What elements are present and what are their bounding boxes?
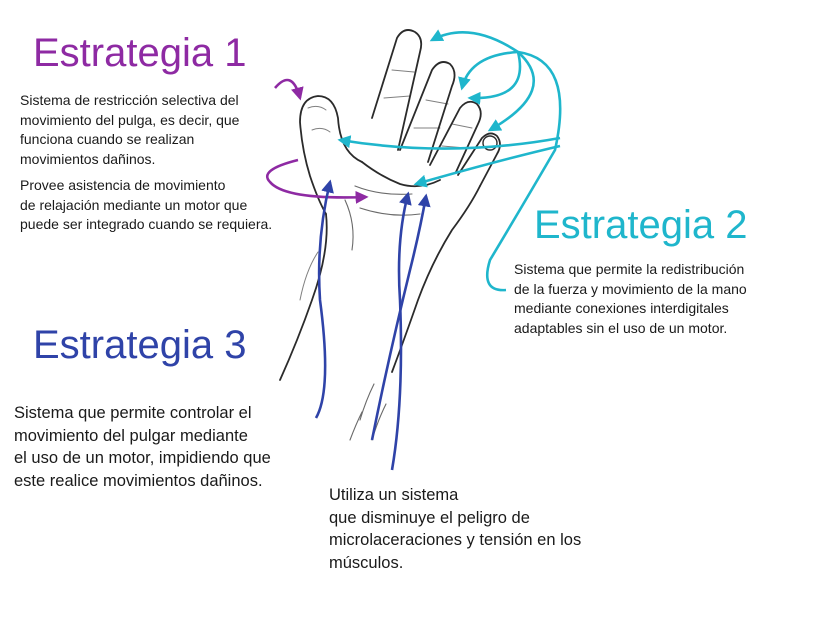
strategy1-arrows bbox=[265, 78, 369, 204]
strategy1-description-assistance: Provee asistencia de movimiento de relaj… bbox=[20, 177, 273, 232]
strategy1-title: Estrategia 1 bbox=[33, 31, 247, 75]
ring-finger bbox=[429, 100, 482, 173]
strategy2-description: Sistema que permite la redistribución de… bbox=[514, 261, 747, 336]
strategy3-arrows bbox=[314, 179, 431, 471]
strategy2-title: Estrategia 2 bbox=[534, 203, 748, 247]
strategy2-arrow-index bbox=[429, 29, 519, 54]
strategy1-arrow-thumb bbox=[274, 78, 304, 101]
strategy2-arrow-thumb bbox=[337, 135, 561, 150]
strategy3-title: Estrategia 3 bbox=[33, 323, 247, 367]
thumb bbox=[299, 95, 363, 215]
strategy3-description-motor: Sistema que permite controlar el movimie… bbox=[14, 404, 271, 490]
middle-finger bbox=[399, 61, 456, 163]
strategy2-arrow-palm bbox=[413, 144, 561, 188]
strategy2-arrow-little bbox=[487, 51, 536, 132]
hand-sketch bbox=[279, 29, 501, 441]
strategy2-arrows bbox=[337, 29, 562, 292]
strategy2-arrow-ring bbox=[467, 51, 522, 105]
palm bbox=[279, 213, 328, 381]
strategy2-connector bbox=[485, 50, 562, 292]
strategy1-description-restriction: Sistema de restricción selectiva del mov… bbox=[20, 92, 240, 167]
strategy3-arrow-thumb bbox=[314, 179, 334, 419]
little-finger bbox=[457, 132, 501, 187]
strategy3-description-microlacerations: Utiliza un sistema que disminuye el peli… bbox=[329, 486, 582, 572]
strategy2-arrow-middle bbox=[458, 50, 519, 91]
strategy1-arrow-palm bbox=[265, 158, 369, 204]
strategy3-arrow-middle bbox=[370, 193, 431, 441]
index-finger bbox=[371, 29, 423, 151]
